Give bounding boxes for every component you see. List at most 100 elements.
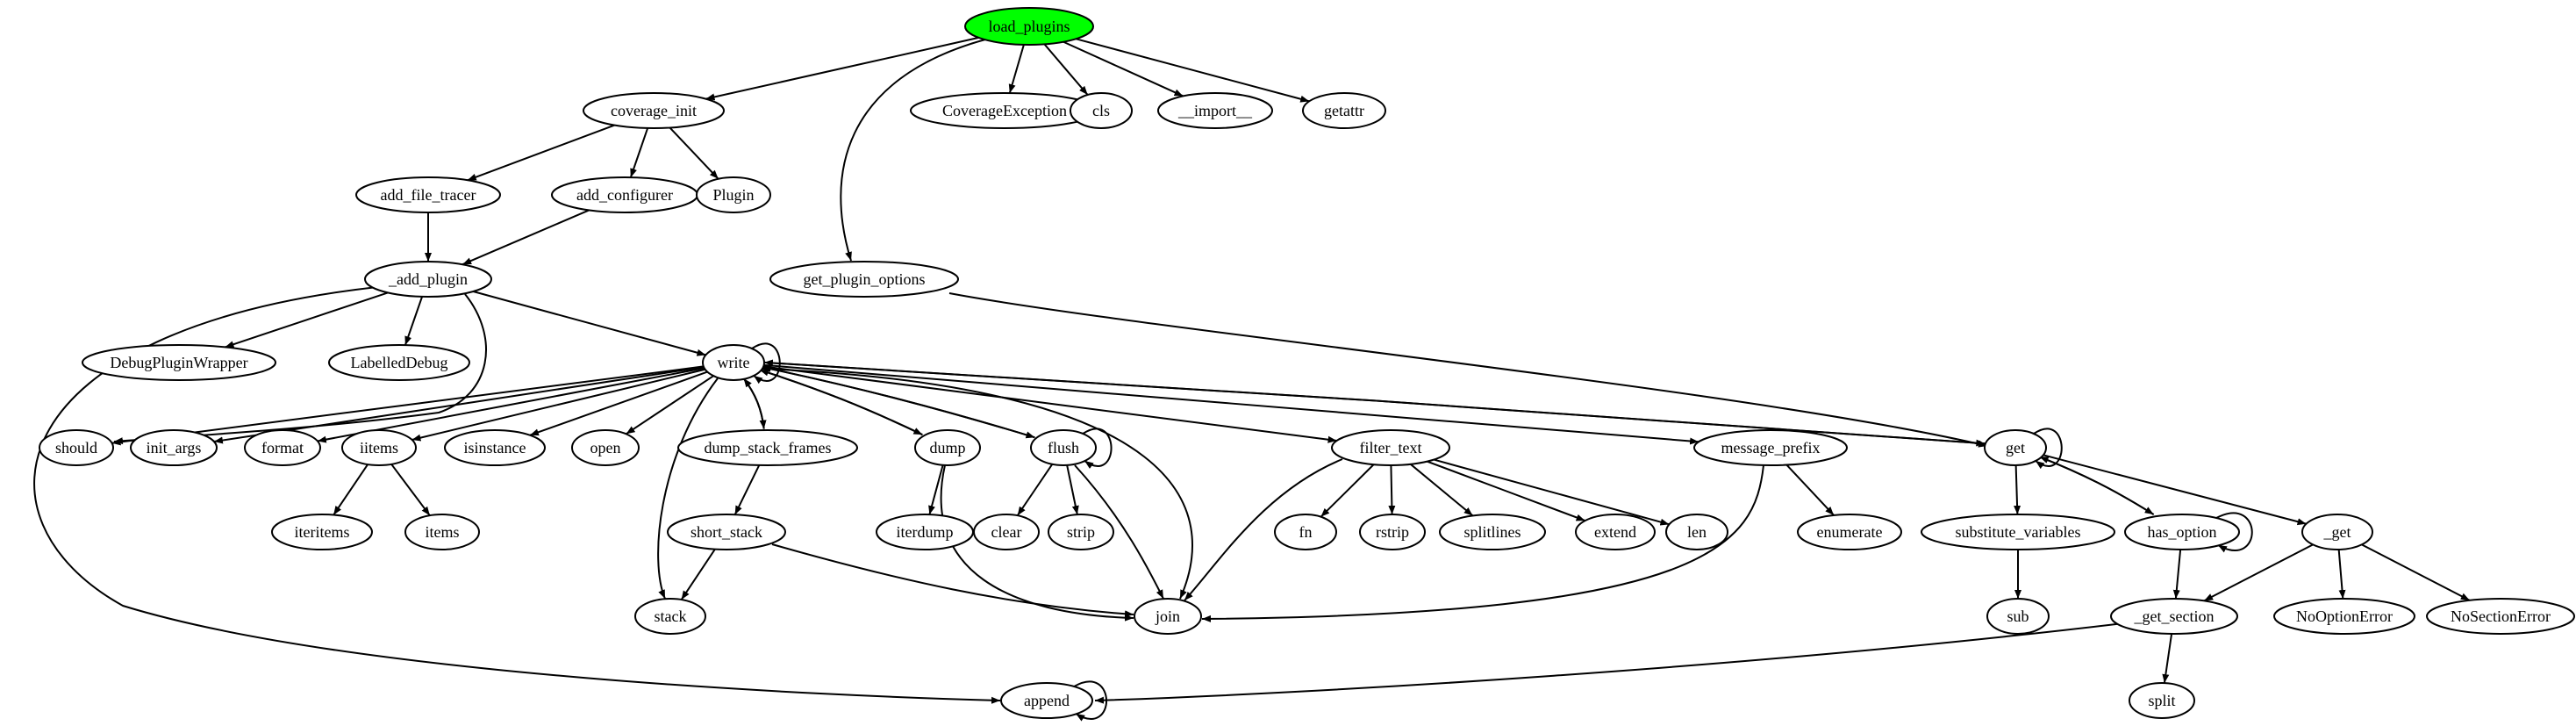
node-ellipse [1921,514,2115,550]
node-ellipse [964,7,1094,46]
node-label: sub [2007,607,2029,625]
node-_add_plugin[interactable]: _add_plugin [364,261,492,298]
node-add_file_tracer[interactable]: add_file_tracer [355,176,501,213]
node-ellipse [583,92,725,129]
node-coverage_init[interactable]: coverage_init [583,92,725,129]
node-ellipse [1302,92,1386,129]
node-label: get_plugin_options [804,270,926,288]
node-LabelledDebug[interactable]: LabelledDebug [328,344,470,381]
node-__import__[interactable]: __import__ [1157,92,1273,129]
node-ellipse [39,429,114,466]
node-items[interactable]: items [404,514,480,550]
node-substitute_variables[interactable]: substitute_variables [1921,514,2115,550]
edge-_add_plugin-to-LabelledDebug [404,296,424,346]
edge-write-to-isinstance [529,370,708,436]
node-label: add_configurer [576,186,673,204]
node-NoOptionError[interactable]: NoOptionError [2273,598,2415,635]
node-fn[interactable]: fn [1274,514,1337,550]
node-iterdump[interactable]: iterdump [876,514,974,550]
node-label: getattr [1324,102,1364,119]
node-join[interactable]: join [1134,598,1202,635]
node-DebugPluginWrapper[interactable]: DebugPluginWrapper [82,344,276,381]
edge-write-to-message_prefix [763,363,1699,445]
edge-_get-to-NoSectionError [2361,543,2471,601]
node-label: load_plugins [989,18,1070,35]
node-short_stack[interactable]: short_stack [667,514,786,550]
node-_get_section[interactable]: _get_section [2110,598,2238,635]
edge-get_plugin_options-to-get [948,292,1988,448]
node-label: init_args [147,439,202,456]
edge-load_plugins-to-CoverageException [1008,44,1025,94]
node-Plugin[interactable]: Plugin [696,176,771,213]
node-should[interactable]: should [39,429,114,466]
node-message_prefix[interactable]: message_prefix [1693,429,1848,466]
node-open[interactable]: open [571,429,640,466]
node-label: enumerate [1817,523,1883,541]
edge-iitems-to-iteritems [333,464,369,516]
node-get_plugin_options[interactable]: get_plugin_options [769,261,959,298]
node-ellipse [2301,514,2373,550]
node-len[interactable]: len [1665,514,1728,550]
edge-_add_plugin-to-write [473,291,706,356]
node-label: _add_plugin [388,270,468,288]
edge-filter_text-to-fn [1320,464,1375,518]
node-iitems[interactable]: iitems [341,429,417,466]
node-load_plugins[interactable]: load_plugins [964,7,1094,46]
edge-message_prefix-to-enumerate [1785,464,1835,516]
node-get[interactable]: get [1984,429,2047,466]
edge-coverage_init-to-add_file_tracer [467,124,615,182]
node-rstrip[interactable]: rstrip [1359,514,1426,550]
node-NoSectionError[interactable]: NoSectionError [2426,598,2575,635]
edge-dump_stack_frames-to-short_stack [733,464,761,515]
node-iteritems[interactable]: iteritems [271,514,373,550]
node-ellipse [1359,514,1426,550]
node-ellipse [667,514,786,550]
node-dump_stack_frames[interactable]: dump_stack_frames [677,429,858,466]
node-ellipse [1134,598,1202,635]
node-ellipse [973,514,1040,550]
node-init_args[interactable]: init_args [130,429,218,466]
node-label: dump [929,439,965,456]
node-ellipse [1986,598,2050,635]
edge-iitems-to-items [390,464,431,516]
node-enumerate[interactable]: enumerate [1797,514,1902,550]
node-filter_text[interactable]: filter_text [1331,429,1450,466]
node-sub[interactable]: sub [1986,598,2050,635]
node-ellipse [2124,514,2240,550]
node-CoverageException[interactable]: CoverageException [910,92,1099,129]
edge-write-to-join [761,368,1193,600]
node-dump[interactable]: dump [914,429,981,466]
node-label: coverage_init [611,102,697,119]
node-has_option[interactable]: has_option [2124,514,2240,550]
node-strip[interactable]: strip [1048,514,1114,550]
node-ellipse [1331,429,1450,466]
edge-write-to-should [111,365,704,446]
edge-has_option-to-has_option [2215,512,2253,553]
node-_get[interactable]: _get [2301,514,2373,550]
node-extend[interactable]: extend [1575,514,1656,550]
edge-_get-to-NoOptionError [2337,549,2346,600]
node-label: NoSectionError [2451,607,2551,625]
node-isinstance[interactable]: isinstance [444,429,546,466]
node-split[interactable]: split [2129,682,2195,719]
node-layer: load_plugins coverage_init CoverageExcepti… [39,7,2575,719]
node-write[interactable]: write [702,344,765,381]
node-stack[interactable]: stack [634,598,706,635]
node-format[interactable]: format [244,429,321,466]
node-getattr[interactable]: getattr [1302,92,1386,129]
node-append[interactable]: append [1000,682,1093,719]
edge-dump_stack_frames-to-write [742,377,765,429]
node-clear[interactable]: clear [973,514,1040,550]
node-ellipse [355,176,501,213]
node-splitlines[interactable]: splitlines [1439,514,1546,550]
node-ellipse [1797,514,1902,550]
node-cls[interactable]: cls [1070,92,1133,129]
node-label: _get_section [2134,607,2215,625]
edge-flush-to-clear [1016,464,1054,516]
node-ellipse [677,429,858,466]
node-label: iteritems [295,523,350,541]
node-label: stack [655,607,687,625]
node-flush[interactable]: flush [1030,429,1097,466]
node-add_configurer[interactable]: add_configurer [551,176,698,213]
edge-has_option-to-get [2039,456,2155,515]
